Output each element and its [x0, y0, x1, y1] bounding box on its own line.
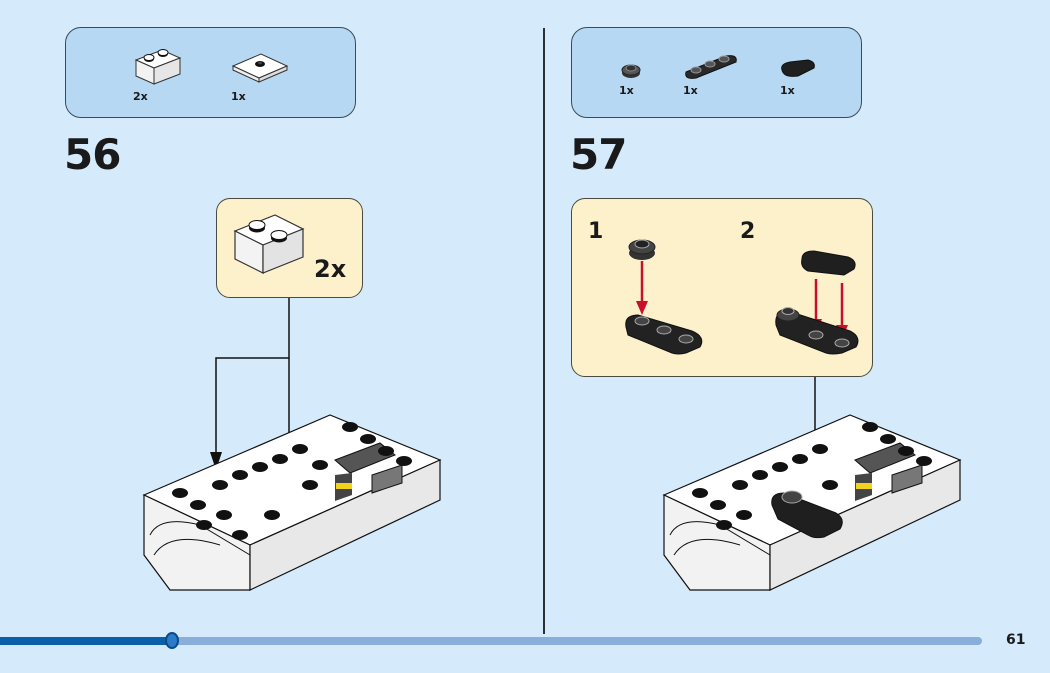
white-brick-1x2-icon [233, 214, 305, 274]
step-number: 57 [570, 130, 627, 179]
page-number: 61 [1006, 632, 1026, 648]
black-round-plate-1x1-icon [621, 64, 641, 78]
step-number: 56 [64, 130, 121, 179]
build-model-step-56 [142, 414, 442, 591]
substep-number: 1 [588, 219, 604, 244]
substep-number: 2 [740, 219, 756, 244]
part-qty: 1x [619, 84, 634, 97]
callout-step-57: 1 2 [571, 198, 873, 377]
substep-1-illustration [625, 239, 703, 355]
part-qty: 1x [780, 84, 795, 97]
part-qty: 2x [133, 90, 148, 103]
parts-list-step-57: 1x 1x 1x [571, 27, 862, 118]
page-divider [543, 28, 545, 634]
callout-step-56: 2x [216, 198, 363, 298]
progress-track [0, 637, 982, 645]
substep-2-illustration [775, 250, 859, 355]
white-plate-jumper-icon [231, 53, 289, 83]
part-qty: 1x [231, 90, 246, 103]
black-tile-1x2-icon [781, 59, 815, 77]
part-qty: 1x [683, 84, 698, 97]
black-plate-1x3-icon [685, 55, 737, 79]
build-model-step-57 [662, 414, 962, 591]
progress-fill [0, 637, 172, 645]
callout-qty: 2x [314, 255, 347, 283]
progress-knob[interactable] [165, 632, 179, 649]
white-brick-1x2-icon [134, 49, 182, 85]
parts-list-step-56: 2x 1x [65, 27, 356, 118]
